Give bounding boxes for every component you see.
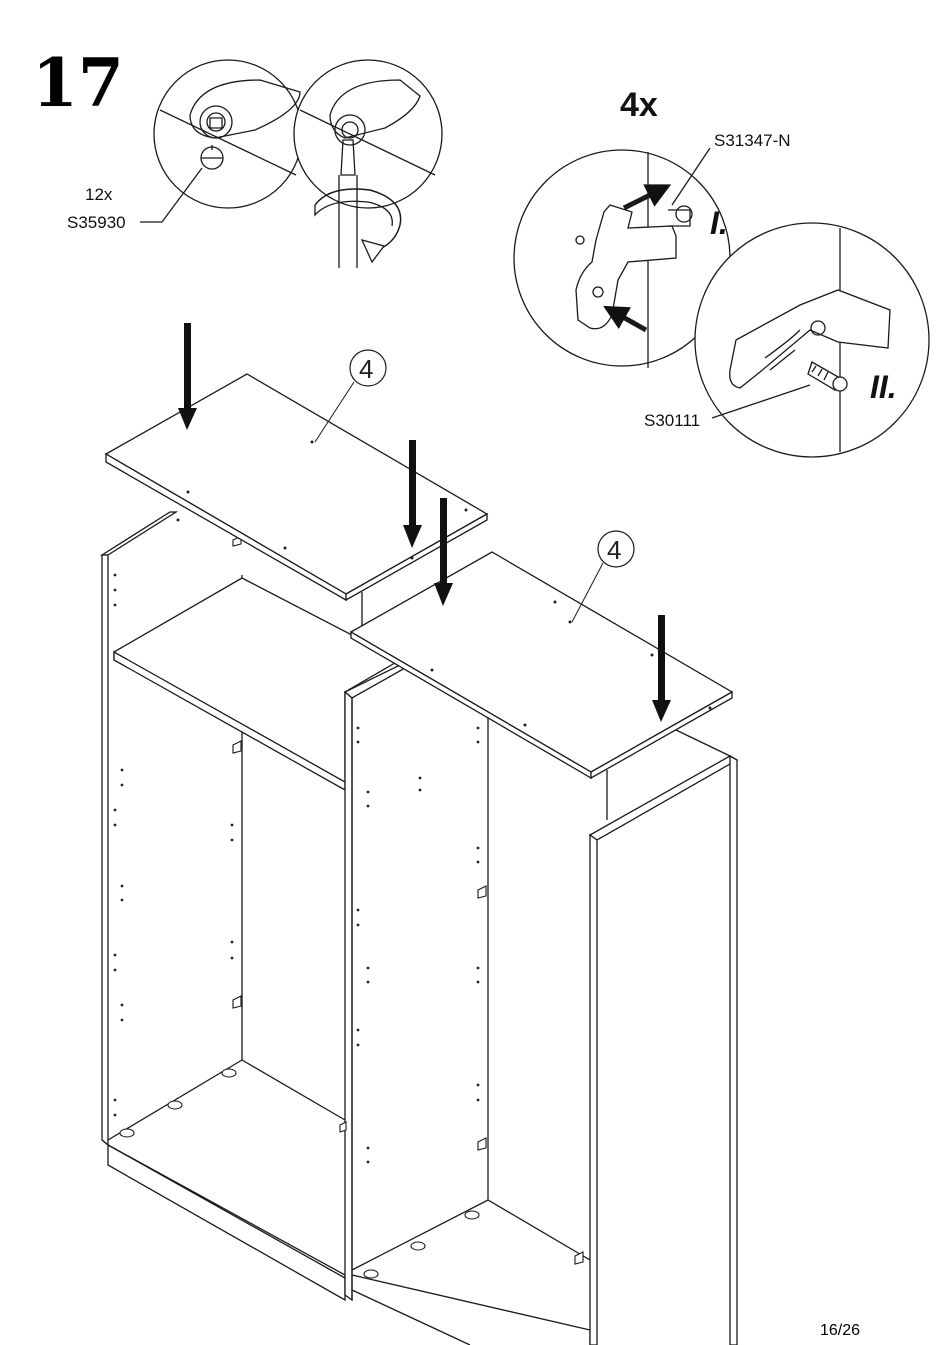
page-number: 16/26 <box>820 1322 860 1340</box>
down-arrow-icon <box>178 323 197 430</box>
panel-number-right: 4 <box>607 535 621 565</box>
top-panel-left <box>106 374 487 600</box>
quantity-label-left: 12x <box>85 185 113 204</box>
connector-detail <box>514 148 929 457</box>
step-number: 17 <box>32 44 124 122</box>
step-i-label: I. <box>710 205 728 241</box>
step-ii-label: II. <box>870 369 897 405</box>
panel-number-left: 4 <box>359 354 373 384</box>
quantity-label-right: 4x <box>620 86 658 124</box>
part-code-s31347: S31347-N <box>714 131 791 150</box>
top-panel-right <box>351 552 732 778</box>
part-code-s35930: S35930 <box>67 213 126 232</box>
cam-lock-detail <box>140 60 442 268</box>
part-code-s30111: S30111 <box>644 411 700 430</box>
